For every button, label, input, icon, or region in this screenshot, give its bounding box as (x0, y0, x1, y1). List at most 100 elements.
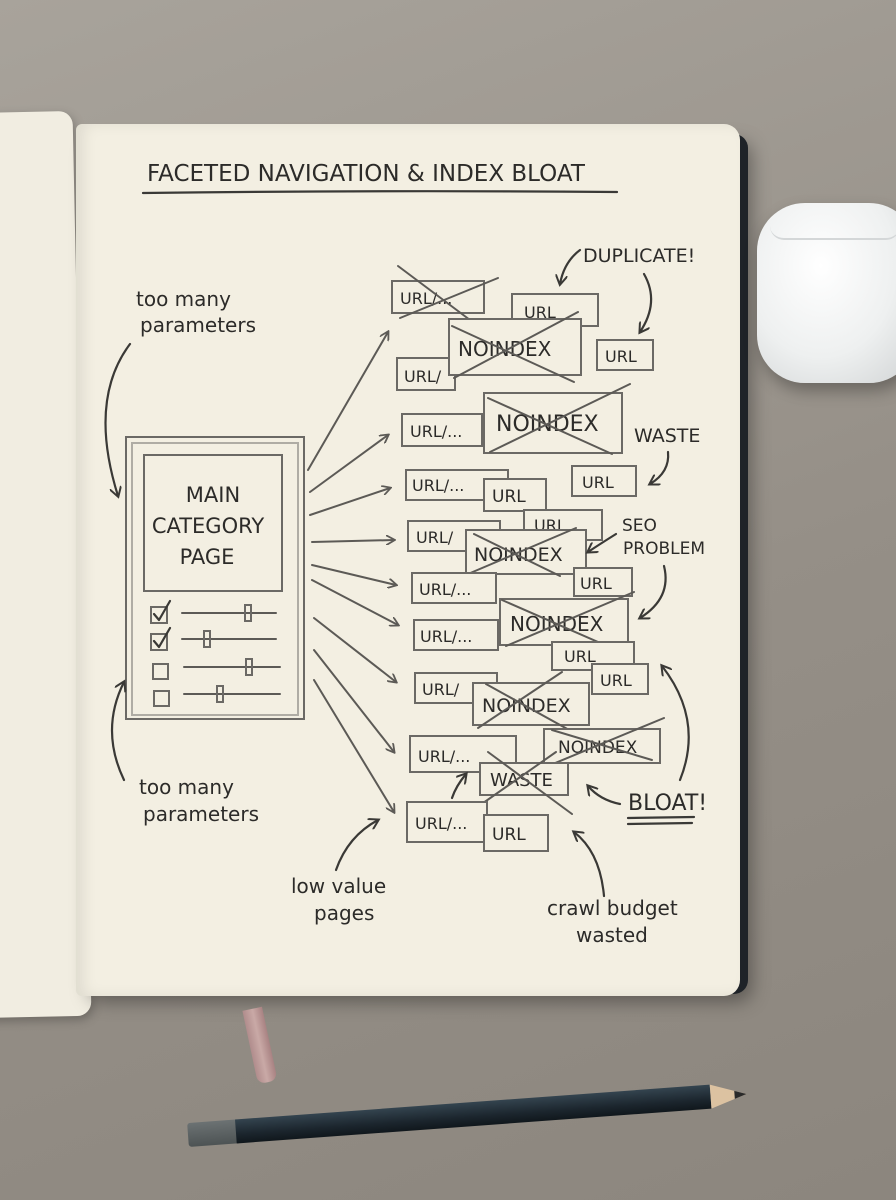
noindex-box: NOINDEX (483, 383, 631, 455)
noindex-box: NOINDEX (448, 311, 582, 383)
annotation-seo-problem: SEO PROBLEM (588, 516, 705, 618)
url-box-frame (413, 619, 499, 651)
earbuds-case-seam (770, 226, 896, 240)
cross-out (467, 527, 577, 577)
annotation-too-many-top: too many parameters (104, 287, 256, 496)
url-label: URL (564, 647, 596, 666)
main-page-label-2: CATEGORY (152, 514, 265, 538)
url-label: URL (582, 473, 614, 492)
title-underline (141, 190, 619, 195)
annotation-text: crawl budget (547, 896, 678, 920)
cross-out (487, 383, 631, 455)
cross-out (547, 717, 665, 767)
url-box-frame (396, 357, 456, 391)
url-label: URL/ (422, 680, 460, 699)
url-label: URL/... (412, 476, 464, 495)
url-label: URL/... (415, 814, 467, 833)
url-box: URL/ (396, 357, 456, 391)
url-box-frame (406, 801, 488, 843)
url-label: URL (605, 347, 637, 366)
waste-box: WASTE (475, 751, 573, 815)
fanout-arrow (309, 488, 390, 516)
noindex-box: NOINDEX (543, 717, 665, 767)
url-box-frame (411, 572, 497, 604)
annotation-low-value: low value pages (291, 820, 386, 925)
url-label: URL (580, 574, 612, 593)
url-box: URL (573, 567, 633, 597)
fanout-arrow (313, 649, 394, 752)
annotation-arrow (640, 564, 667, 618)
annotation-text: WASTE (634, 425, 700, 447)
annotation-text: too many (139, 775, 234, 799)
url-label: URL (492, 825, 526, 845)
checkbox-2 (150, 633, 168, 651)
noindex-label: NOINDEX (458, 337, 552, 361)
url-stack: URL/... URL URL URL/ NOINDEX URL/... NOI… (391, 265, 665, 852)
checkbox-1 (150, 606, 168, 624)
up-arrow-small (450, 774, 466, 800)
url-label: URL/... (420, 627, 472, 646)
url-label: URL/... (410, 422, 462, 441)
checkmark-2 (152, 626, 172, 649)
filter-row-1 (150, 599, 277, 624)
url-box: URL/... (401, 413, 483, 447)
cross-out (477, 671, 581, 737)
fanout-arrow (311, 579, 398, 625)
url-box: URL/... (413, 619, 499, 651)
slider-handle-4 (216, 685, 224, 703)
checkbox-3 (152, 663, 169, 680)
url-label: URL/... (400, 289, 452, 308)
url-box-frame (401, 413, 483, 447)
noindex-label: NOINDEX (558, 738, 638, 758)
slider-handle-2 (203, 630, 211, 648)
url-label: URL (524, 303, 556, 322)
cross-out (475, 751, 573, 815)
annotation-text: parameters (140, 313, 256, 337)
annotation-text: DUPLICATE! (583, 245, 695, 267)
main-category-page: MAIN CATEGORY PAGE (125, 436, 305, 720)
noindex-box: NOINDEX (465, 527, 587, 577)
main-page-label-1: MAIN (186, 483, 240, 507)
main-page-frame-inner (131, 442, 299, 716)
annotation-text: low value (291, 874, 386, 898)
noindex-box: NOINDEX (472, 671, 590, 737)
url-label: URL/ (416, 528, 454, 547)
notebook-page (76, 124, 740, 996)
url-box-frame (483, 478, 547, 512)
filter-row-4 (153, 685, 281, 707)
annotation-arrow (104, 342, 132, 496)
annotation-arrow (640, 272, 653, 332)
annotation-text: BLOAT! (628, 791, 707, 816)
fanout-arrow (311, 564, 396, 585)
fanout-arrows (307, 332, 398, 812)
filter-row-2 (150, 626, 277, 651)
slider-handle-3 (245, 658, 253, 676)
annotation-text: PROBLEM (623, 539, 705, 559)
fanout-arrow (307, 332, 388, 471)
fanout-arrow (309, 435, 388, 493)
annotation-text: SEO (622, 516, 657, 536)
annotation-arrow (574, 832, 606, 898)
url-label: URL (600, 671, 632, 690)
url-box-frame (573, 567, 633, 597)
url-label: URL (492, 487, 526, 507)
fanout-arrow (311, 540, 394, 542)
cross-out (451, 311, 579, 383)
url-box: URL/... (409, 735, 517, 773)
annotation-too-many-bottom: too many parameters (110, 682, 259, 826)
url-label: URL/ (404, 367, 442, 386)
annotation-arrow (588, 532, 618, 552)
slider-handle-1 (244, 604, 252, 622)
url-box: URL (483, 814, 549, 852)
url-box-frame (591, 663, 649, 695)
main-page-hero (143, 454, 283, 592)
fanout-arrow (313, 679, 394, 812)
url-box: URL/... (411, 572, 497, 604)
fanout-arrow (313, 617, 396, 682)
url-box: URL (591, 663, 649, 695)
annotation-arrow (334, 820, 378, 872)
annotation-text: too many (136, 287, 231, 311)
checkmark-1 (152, 599, 172, 622)
annotation-bloat: BLOAT! (588, 666, 707, 826)
diagram-title: FACETED NAVIGATION & INDEX BLOAT (147, 161, 586, 187)
